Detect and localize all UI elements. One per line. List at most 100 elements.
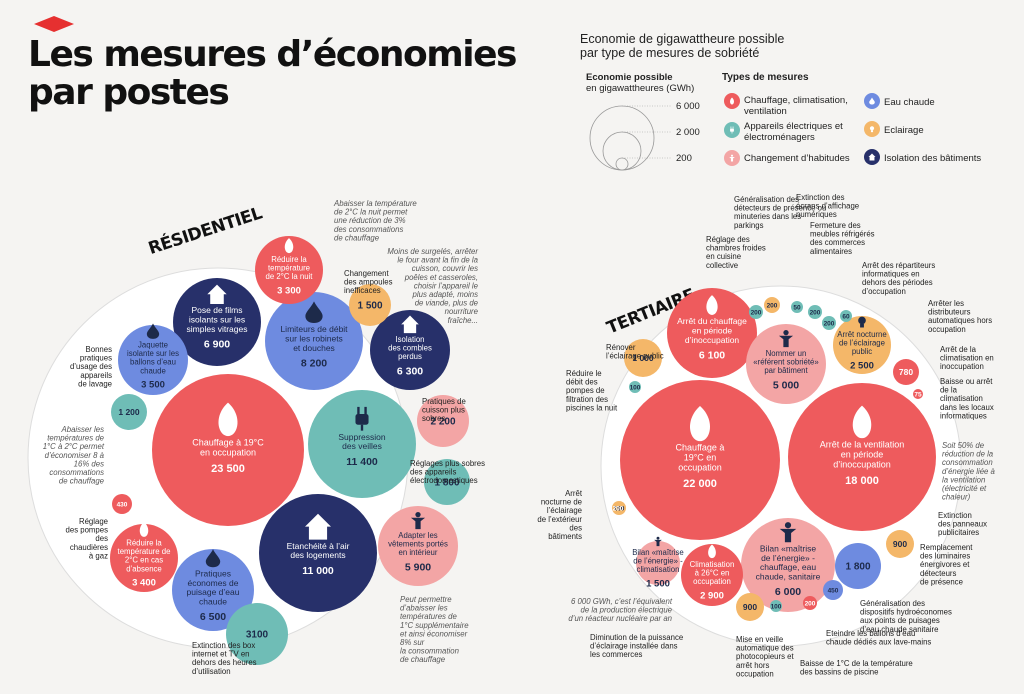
legend-type-1: Appareils électriques et électroménagers: [744, 121, 843, 143]
tertiary-bubble-circle: [612, 501, 626, 515]
tertiary-value: 200: [767, 302, 778, 309]
residential-value: 23 500: [211, 463, 245, 475]
tertiary-value: 200: [613, 505, 624, 512]
tertiary-bubble: 200: [749, 305, 763, 319]
drop-icon: [305, 301, 323, 323]
tertiary-value: 18 000: [845, 475, 879, 487]
tertiary-bubble-circle: [913, 389, 923, 399]
tertiary-bubble: 50: [791, 301, 803, 313]
tertiary-value: 100: [771, 603, 782, 610]
tertiary-value: 100: [630, 384, 641, 391]
legend-size-circle: [602, 131, 642, 171]
tertiary-bubble-circle: [636, 541, 680, 585]
flame-icon: [706, 295, 718, 315]
residential-value: 3100: [246, 630, 269, 641]
residential-value: 8 200: [301, 358, 327, 370]
residential-value: 1 200: [118, 407, 140, 417]
flame-icon: [690, 405, 710, 442]
residential-bubble: 1 200: [111, 394, 147, 430]
tertiary-value: 2 500: [850, 360, 874, 371]
legend-size-circle: [589, 105, 655, 171]
residential-value: 3 400: [132, 578, 156, 589]
tertiary-value: 200: [810, 309, 821, 316]
drop-icon: [205, 549, 221, 568]
tertiary-bubble-circle: [681, 544, 743, 606]
residential-value: 3 500: [141, 380, 165, 391]
residential-bubble-circle: [370, 310, 450, 390]
tertiary-label: Nommer un«référent sobriété»par bâtiment: [753, 349, 819, 375]
tertiary-value: 75: [914, 391, 922, 398]
tertiary-value: 900: [893, 539, 907, 549]
residential-bubble-circle: [417, 395, 469, 447]
tertiary-value: 6 100: [699, 350, 725, 362]
residential-bubble: 2 200: [417, 395, 469, 447]
tertiary-value: 200: [751, 309, 762, 316]
person-icon: [778, 329, 794, 348]
residential-value: 6 900: [204, 339, 230, 351]
legend-size-circle: [615, 157, 629, 171]
tertiary-bubble-circle: [808, 305, 822, 319]
residential-bubble: 3100: [226, 603, 288, 665]
tertiary-bubble: Nommer un«référent sobriété»par bâtiment…: [746, 324, 826, 404]
tertiary-bubble: 450: [823, 580, 843, 600]
tertiary-bubble-circle: [667, 288, 757, 378]
tertiary-value: 200: [805, 600, 816, 607]
residential-bubble-circle: [259, 494, 377, 612]
residential-bubble-circle: [112, 494, 132, 514]
tertiary-value: 60: [842, 313, 850, 320]
residential-bubble-circle: [173, 278, 261, 366]
bulb-icon: [858, 316, 866, 328]
tertiary-value: 1 800: [845, 562, 870, 573]
legend-size-value: 6 000: [676, 101, 700, 112]
tertiary-value: 780: [899, 367, 913, 377]
flame-icon: [139, 521, 149, 537]
legend-type-0: Chauffage, climatisation, ventilation: [744, 95, 848, 117]
residential-bubble: 430: [112, 494, 132, 514]
tertiary-value: 200: [824, 320, 835, 327]
flame-icon: [852, 405, 872, 439]
tertiary-bubble: 200: [803, 596, 817, 610]
person-icon: [729, 154, 735, 162]
residential-value: 11 400: [346, 456, 378, 468]
tertiary-bubble-circle: [840, 310, 852, 322]
legend-size-value: 200: [676, 153, 692, 164]
tertiary-bubble: 150: [612, 501, 626, 515]
residential-bubble-circle: [378, 506, 458, 586]
tertiary-value: 1 500: [646, 578, 670, 589]
legend-type-2: Changement d’habitudes: [744, 153, 850, 164]
residential-value: 11 000: [302, 565, 334, 577]
tertiary-value: 5 000: [773, 379, 799, 391]
tertiary-bubble: 900: [736, 593, 764, 621]
